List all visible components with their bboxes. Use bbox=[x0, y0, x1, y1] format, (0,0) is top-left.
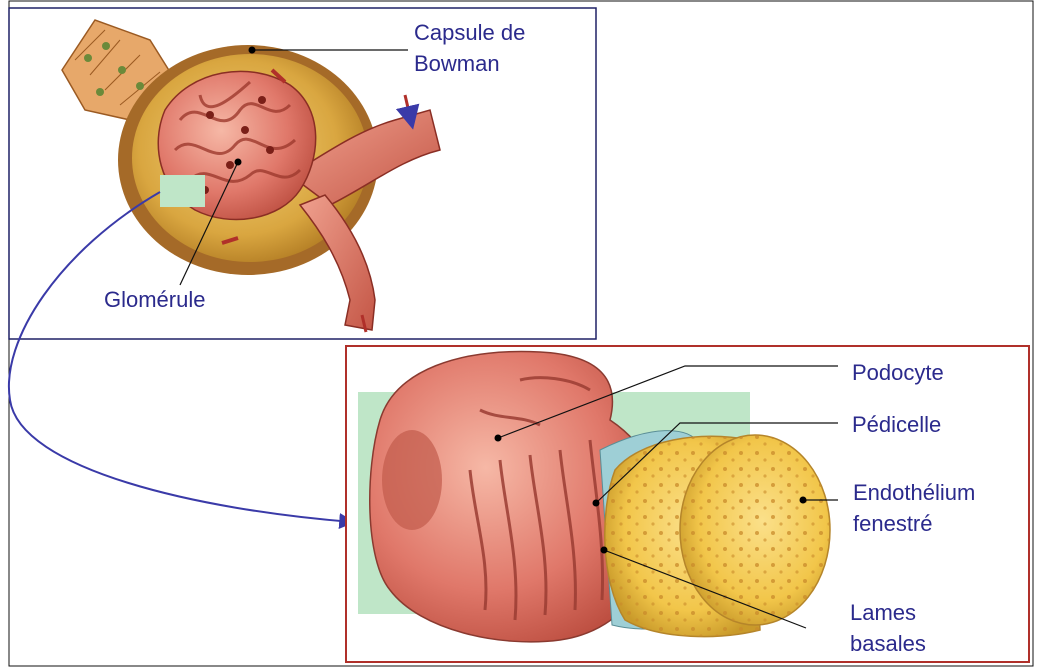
glomerule-label: Glomérule bbox=[104, 287, 205, 312]
detail-panel: Podocyte Pédicelle Endothélium fenestré … bbox=[346, 346, 1029, 662]
endothelium-label-line1: Endothélium bbox=[853, 480, 975, 505]
capsule-label-line2: Bowman bbox=[414, 51, 500, 76]
pedicelle-label: Pédicelle bbox=[852, 412, 941, 437]
endothelium-leader-dot bbox=[800, 497, 807, 504]
lames-label-line2: basales bbox=[850, 631, 926, 656]
capsule-leader-dot bbox=[249, 47, 256, 54]
podocyte-leader-dot bbox=[495, 435, 502, 442]
zoom-source-highlight bbox=[160, 175, 205, 207]
endothelium-illustration bbox=[605, 435, 830, 637]
lames-label-line1: Lames bbox=[850, 600, 916, 625]
pedicelle-leader-dot bbox=[593, 500, 600, 507]
endothelium-label-line2: fenestré bbox=[853, 511, 933, 536]
podocyte-label: Podocyte bbox=[852, 360, 944, 385]
capsule-label-line1: Capsule de bbox=[414, 20, 525, 45]
glomerule-leader-dot bbox=[235, 159, 242, 166]
top-panel: Capsule de Bowman Glomérule bbox=[9, 8, 596, 339]
lames-leader-dot bbox=[601, 547, 608, 554]
